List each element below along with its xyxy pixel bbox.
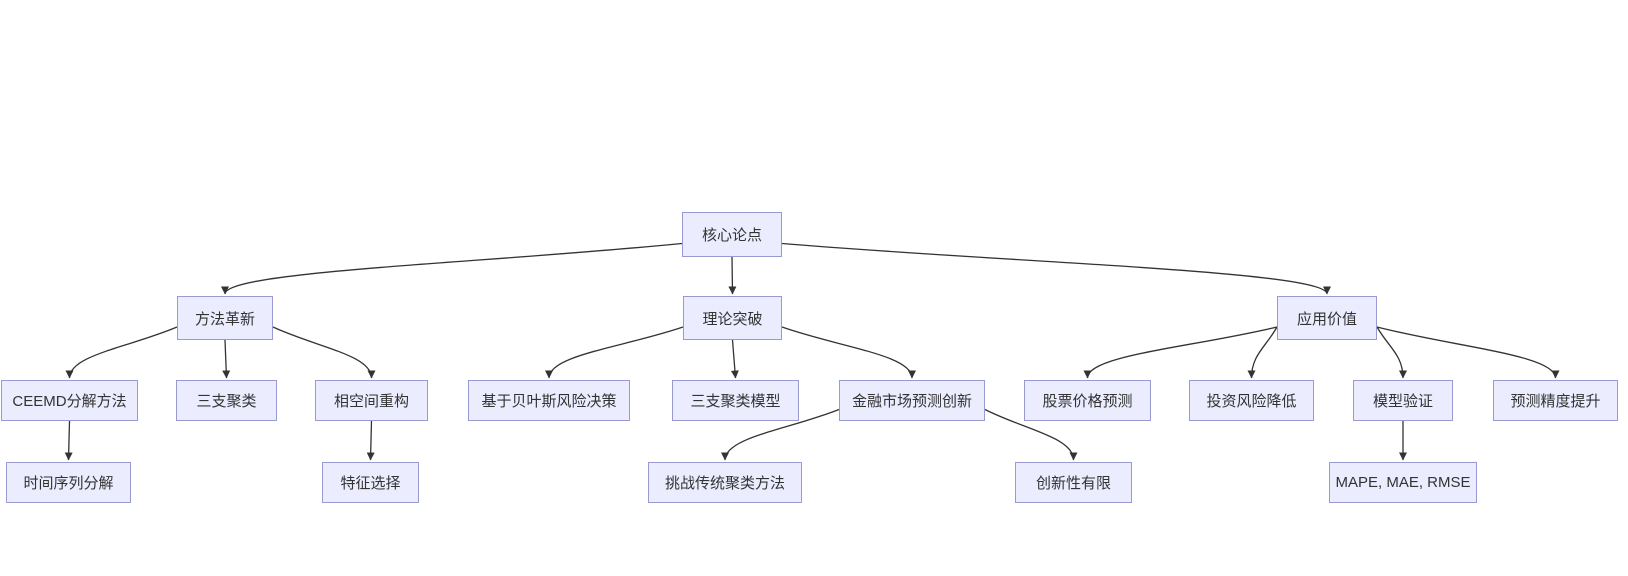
node-phase-space-reconstruction: 相空间重构 <box>315 380 428 421</box>
edge-theory-to-three-way-model <box>730 339 739 379</box>
node-three-way-cluster-model: 三支聚类模型 <box>672 380 799 421</box>
edge-method-to-ceemd <box>65 326 178 379</box>
edge-application-to-model-validation <box>1376 326 1407 379</box>
node-ceemd-decomposition: CEEMD分解方法 <box>1 380 138 421</box>
node-theory-breakthrough: 理论突破 <box>683 296 782 340</box>
edge-method-to-phase-space <box>272 326 376 379</box>
node-investment-risk-reduction: 投资风险降低 <box>1189 380 1314 421</box>
node-financial-market-innovation: 金融市场预测创新 <box>839 380 985 421</box>
edge-application-to-invest-risk <box>1247 326 1278 379</box>
edge-application-to-precision-improve <box>1376 326 1560 379</box>
edge-core-to-theory <box>728 256 737 295</box>
node-three-way-clustering: 三支聚类 <box>176 380 277 421</box>
edge-phase-space-to-feature-selection <box>366 420 375 461</box>
node-bayesian-risk-decision: 基于贝叶斯风险决策 <box>468 380 630 421</box>
edge-finance-innovation-to-limited-innovation <box>984 408 1078 461</box>
edge-theory-to-finance-innovation <box>781 326 916 379</box>
edge-method-to-three-way-cluster <box>222 339 231 379</box>
node-application-value: 应用价值 <box>1277 296 1377 340</box>
edge-application-to-stock-prediction <box>1083 326 1278 379</box>
node-limited-innovation: 创新性有限 <box>1015 462 1132 503</box>
node-feature-selection: 特征选择 <box>322 462 419 503</box>
node-method-innovation: 方法革新 <box>177 296 273 340</box>
node-model-validation: 模型验证 <box>1353 380 1453 421</box>
edge-core-to-method <box>221 242 683 295</box>
edge-finance-innovation-to-challenge-cluster <box>721 408 840 461</box>
node-stock-price-prediction: 股票价格预测 <box>1024 380 1151 421</box>
edge-ceemd-to-time-series <box>64 420 73 461</box>
node-time-series-decomposition: 时间序列分解 <box>6 462 131 503</box>
edge-core-to-application <box>781 242 1331 295</box>
node-prediction-accuracy-improvement: 预测精度提升 <box>1493 380 1618 421</box>
node-core-argument: 核心论点 <box>682 212 782 257</box>
node-challenge-traditional-clustering: 挑战传统聚类方法 <box>648 462 802 503</box>
edge-theory-to-bayes-risk <box>545 326 684 379</box>
node-metrics-mape-mae-rmse: MAPE, MAE, RMSE <box>1329 462 1477 503</box>
